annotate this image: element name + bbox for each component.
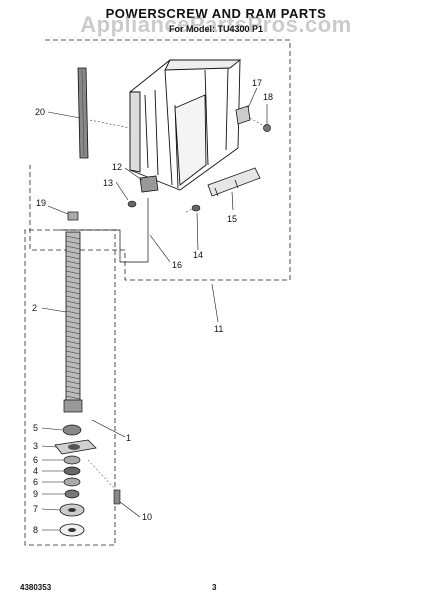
callout-9: 9 [33,489,38,499]
part-16-rod [60,198,149,263]
callout-18: 18 [263,92,273,102]
part-15-bracket [207,167,261,197]
part-20-side-panel [77,67,131,159]
callout-17: 17 [252,78,262,88]
ram-box [129,59,242,191]
watermark: AppliancePartsPros.com [80,12,352,37]
callout-15: 15 [227,214,237,224]
callout-8: 8 [33,525,38,535]
part-10-bolt [87,459,121,505]
callout-12: 12 [112,162,122,172]
part-19-cap [67,211,79,221]
page-number: 3 [212,583,217,592]
callout-16: 16 [172,260,182,270]
callout-2: 2 [32,303,37,313]
callout-20: 20 [35,107,45,117]
part-14-nut [185,204,201,213]
callout-14: 14 [193,250,203,260]
callout-19: 19 [36,198,46,208]
part-9-nut [64,489,80,499]
callout-6-lower: 6 [33,477,38,487]
callout-4: 4 [33,466,38,476]
callout-7: 7 [33,504,38,514]
ram-assembly-boundary [29,39,291,281]
part-3-plate [54,439,97,455]
part-6-washer-lower [63,477,81,487]
diagram-title: POWERSCREW AND RAM PARTS [105,6,327,21]
part-7-gear [59,503,85,517]
callout-5: 5 [33,423,38,433]
callout-6-upper: 6 [33,455,38,465]
callout-11: 11 [214,324,223,334]
part-4-bearing [63,466,81,476]
part-number: 4380353 [20,583,52,592]
model-number: For Model: TU4300 P1 [168,24,264,34]
part-12-bracket [139,175,159,193]
callout-1: 1 [126,433,131,443]
leader-lines [41,87,268,531]
part-2-powerscrew [63,231,83,413]
callout-3: 3 [33,441,38,451]
part-18-screw [249,117,271,132]
callout-10: 10 [142,512,152,522]
part-13-washer [127,200,137,208]
part-5-bearing [62,424,82,436]
callout-13: 13 [103,178,113,188]
part-17-bracket [235,105,251,125]
part-6-washer-upper [63,455,81,465]
part-8-gear [59,523,85,537]
